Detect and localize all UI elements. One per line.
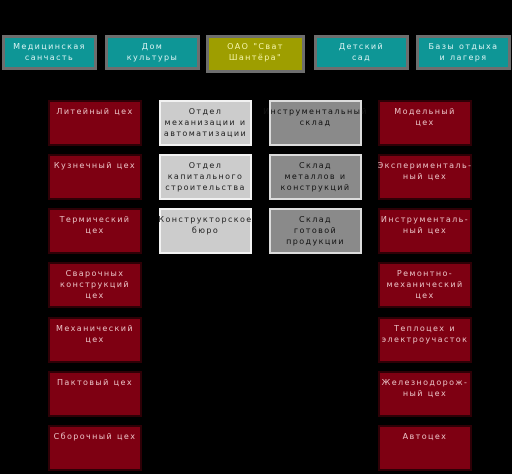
col1-node-foundry: Литейный цех	[48, 100, 142, 146]
col1-node-assembly: Сборочный цех	[48, 425, 142, 471]
col1-node-packing: Пактовый цех	[48, 371, 142, 417]
top-node-culture-house: Дом культуры	[105, 35, 200, 70]
col3-node-metal-warehouse: Склад металлов и конструкций	[269, 154, 362, 200]
col3-node-tool-warehouse: Инструментальный склад	[263, 100, 367, 146]
col4-node-heat-electric: Теплоцех и электроучасток	[378, 317, 472, 363]
top-node-kindergarten: Детский сад	[314, 35, 409, 70]
top-node-company: ОАО "Сват Шантёра"	[206, 35, 305, 73]
col4-node-repair: Ремонтно- механический цех	[378, 262, 472, 308]
col4-node-auto: Автоцех	[378, 425, 472, 471]
col2-node-construction-dept: Отдел капитального строительства	[159, 154, 252, 200]
top-node-medical: Медицинская санчасть	[2, 35, 97, 70]
top-node-camps: Базы отдыха и лагеря	[416, 35, 511, 70]
col4-node-experimental: Эксперименталь- ный цех	[378, 154, 472, 200]
col2-node-automation-dept: Отдел механизации и автоматизации	[159, 100, 252, 146]
col1-node-mechanical: Механический цех	[48, 317, 142, 363]
col4-node-model: Модельный цех	[378, 100, 472, 146]
col3-node-product-warehouse: Склад готовой продукции	[269, 208, 362, 254]
col4-node-railway: Железнодорож- ный цех	[378, 371, 472, 417]
col1-node-forge: Кузнечный цех	[48, 154, 142, 200]
col1-node-welding: Сварочных конструкций цех	[48, 262, 142, 308]
col4-node-tool-shop: Инструменталь- ный цех	[378, 208, 472, 254]
col1-node-thermal: Термический цех	[48, 208, 142, 254]
col2-node-design-bureau: Конструкторское бюро	[158, 208, 252, 254]
